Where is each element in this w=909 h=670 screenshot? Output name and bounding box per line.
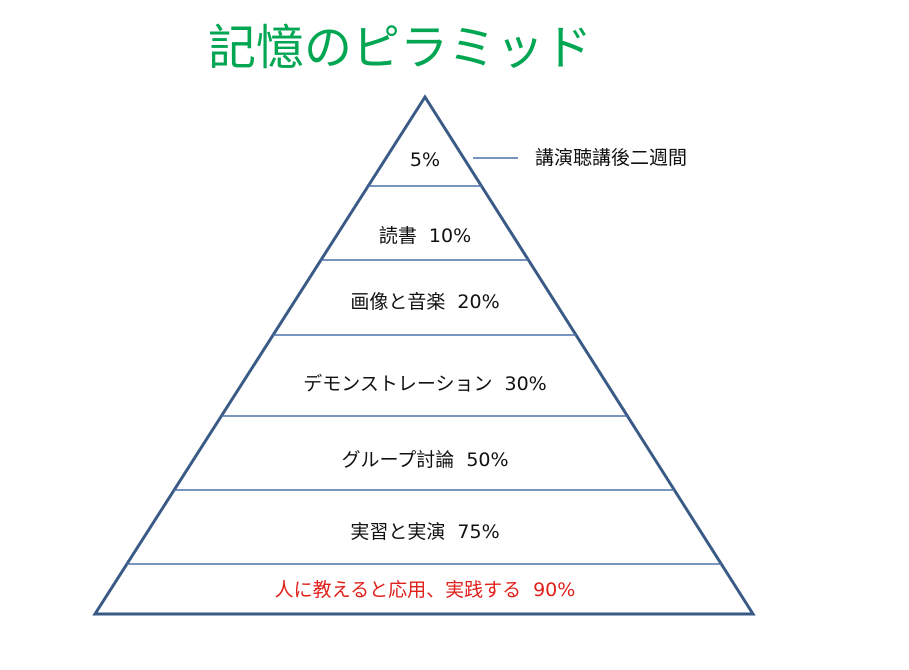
level-2-value: 10% (428, 225, 472, 247)
level-3-value: 20% (457, 291, 500, 313)
level-4-value: 30% (504, 373, 547, 395)
level-4-label: デモンストレーション 30% (0, 372, 850, 396)
level-7-text: 人に教えると応用、実践する (274, 579, 522, 601)
level-5-value: 50% (466, 449, 509, 471)
pyramid-outline (92, 94, 756, 616)
level-2-label: 読書 10% (0, 224, 850, 248)
annotation-label: 講演聴講後二週間 (535, 147, 688, 169)
level-7-value: 90% (533, 579, 576, 601)
level-1-label: 5% (0, 148, 850, 172)
level-2-text: 読書 (378, 225, 417, 247)
diagram-title: 記憶のピラミッド (207, 20, 592, 76)
level-6-label: 実習と実演 75% (0, 520, 850, 544)
level-6-text: 実習と実演 (350, 521, 446, 543)
level-6-value: 75% (457, 521, 500, 543)
level-4-text: デモンストレーション (303, 373, 493, 395)
level-5-label: グループ討論 50% (0, 448, 850, 472)
level-5-text: グループ討論 (341, 449, 455, 471)
level-1-value: 5% (409, 149, 441, 171)
level-3-label: 画像と音楽 20% (0, 290, 850, 314)
level-3-text: 画像と音楽 (350, 291, 446, 313)
pyramid-dividers (126, 185, 722, 565)
level-7-label: 人に教えると応用、実践する 90% (0, 578, 850, 602)
